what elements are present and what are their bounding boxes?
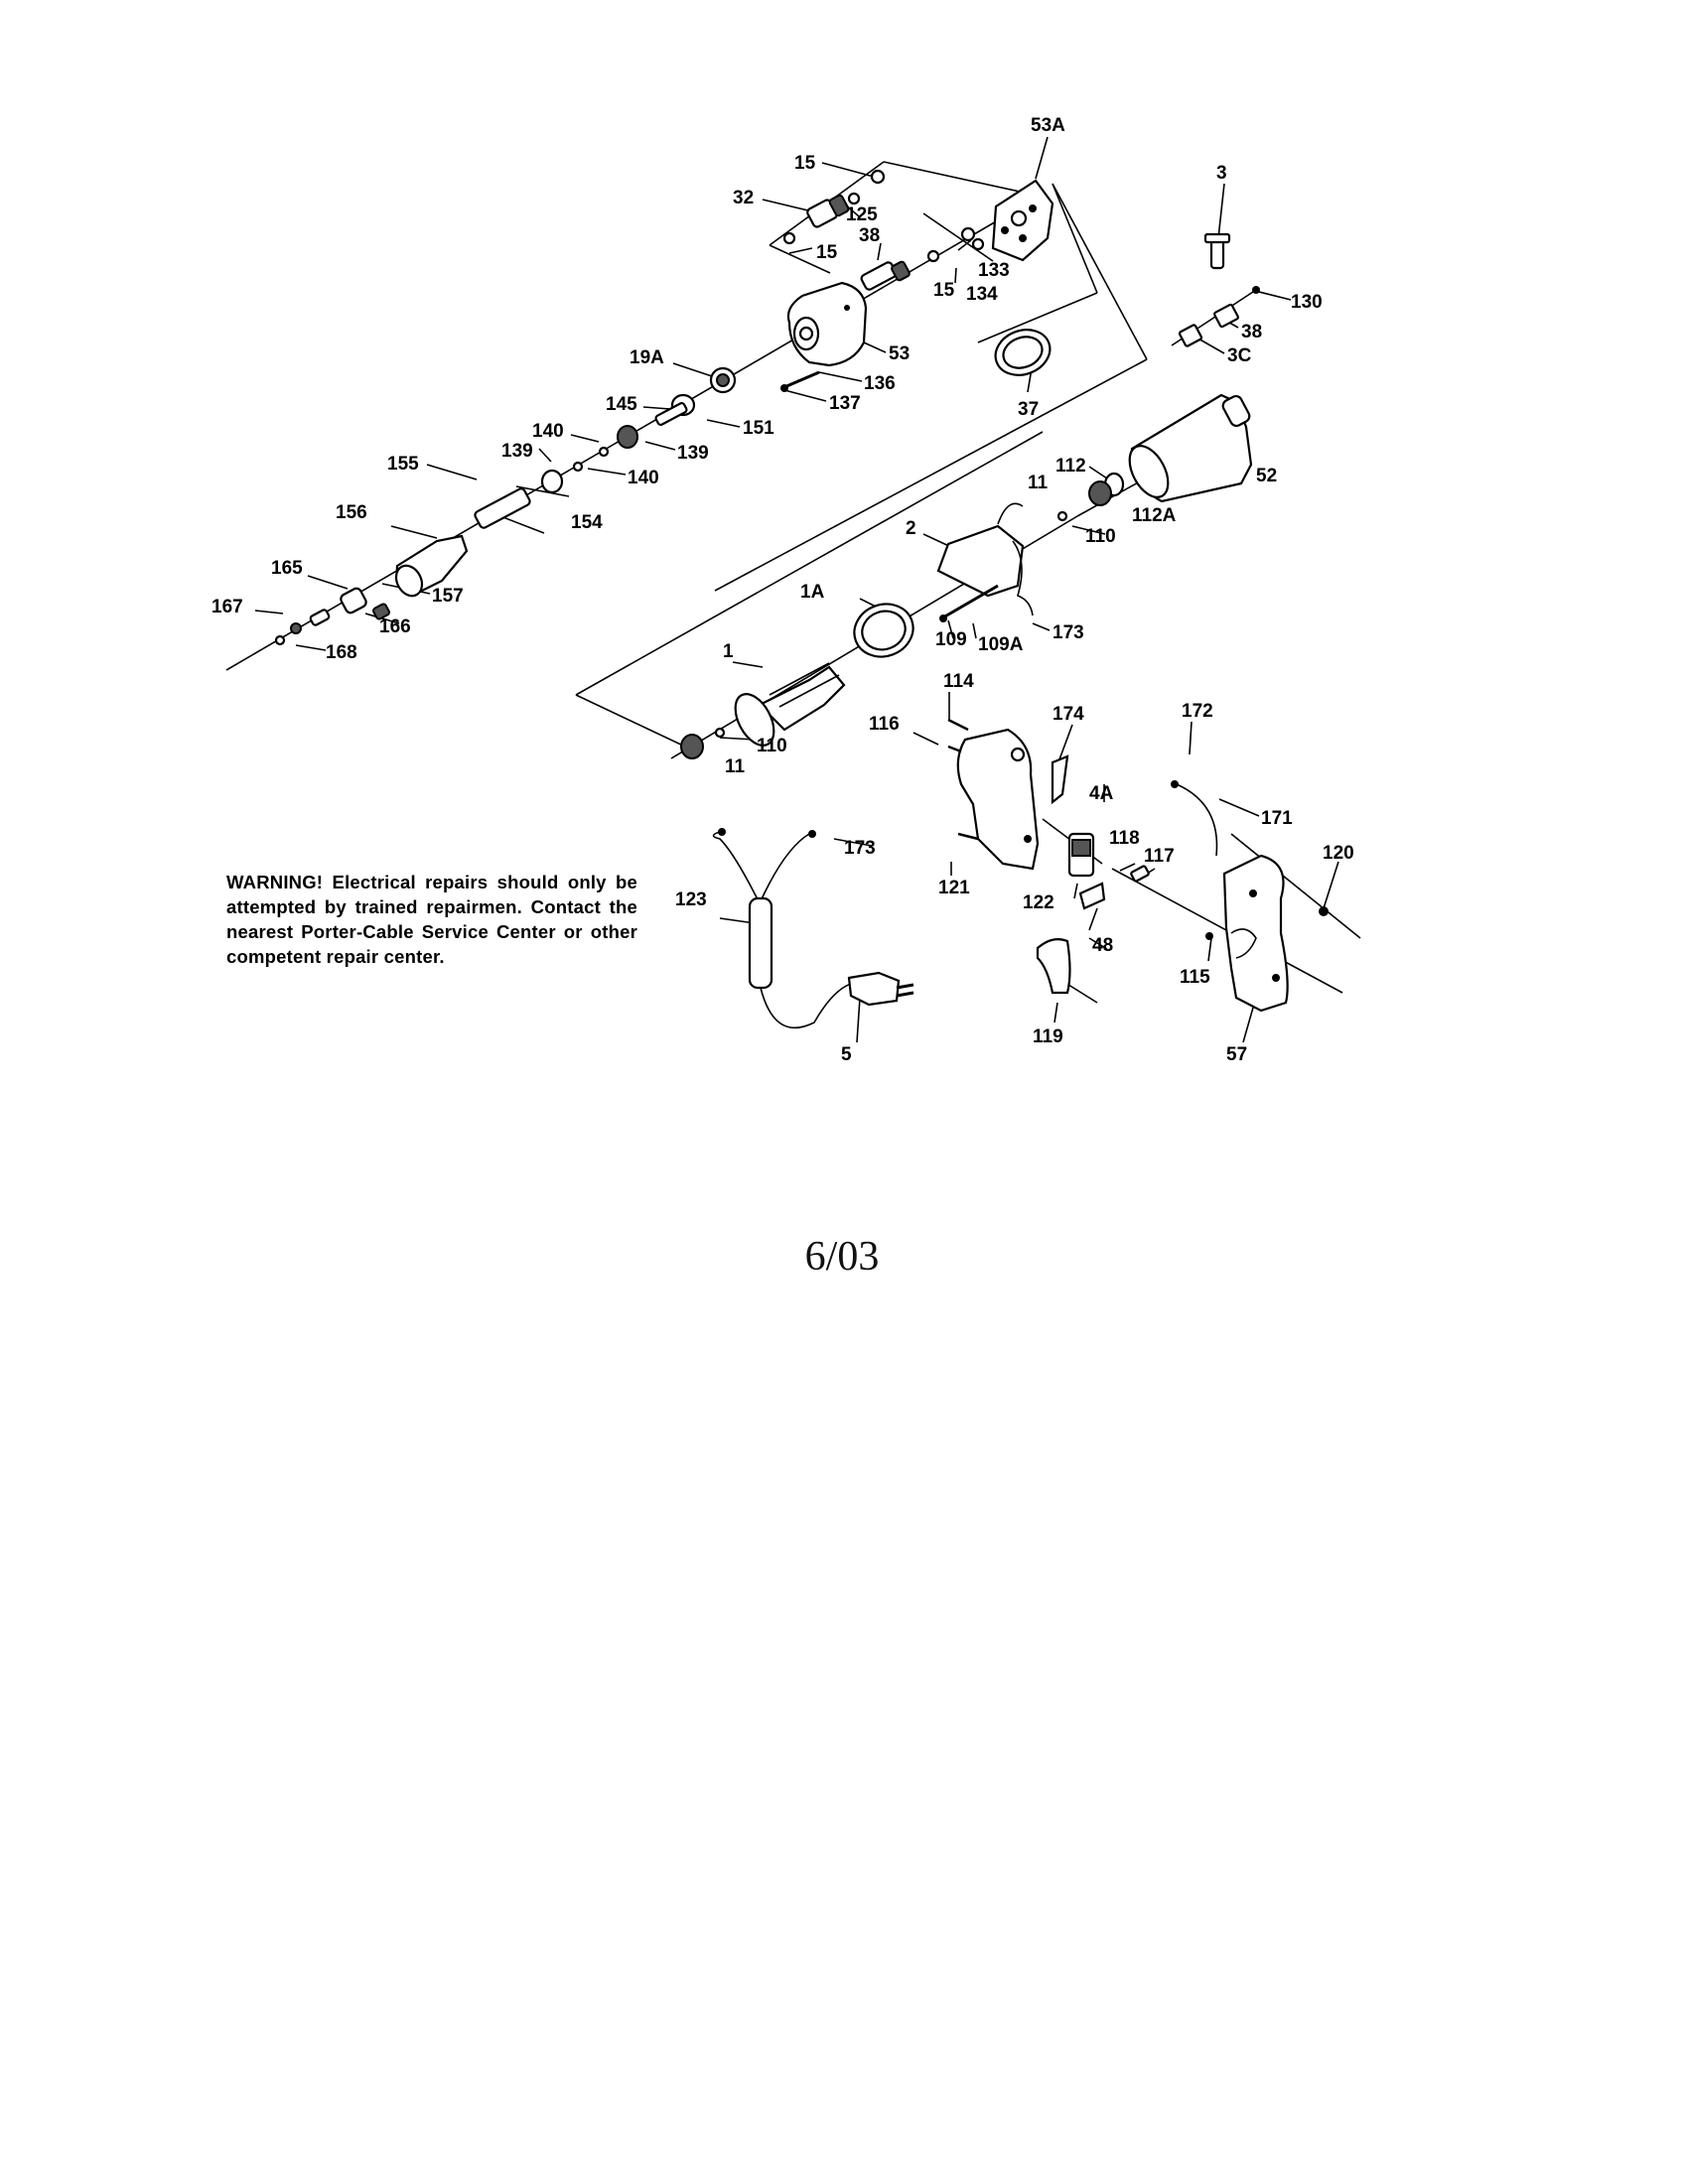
part-label: 151 (743, 418, 774, 439)
part-label: 53 (889, 343, 910, 364)
part-label: 11 (1028, 473, 1049, 493)
gear-32 (806, 194, 850, 228)
part-label: 115 (1180, 967, 1210, 988)
part-label: 53A (1031, 115, 1065, 136)
part-label: 52 (1256, 466, 1277, 486)
part-drawings (274, 169, 1329, 1029)
part-label: 5 (841, 1044, 852, 1065)
part-label: 156 (336, 502, 367, 523)
part-labels: 53A 15 32 125 15 38 133 15 134 3 130 38 … (211, 115, 1354, 1065)
field-2 (936, 502, 1034, 616)
part-label: 173 (844, 838, 876, 859)
part-label: 173 (1052, 622, 1084, 643)
part-label: 120 (1323, 843, 1354, 864)
part-label: 4A (1089, 783, 1114, 804)
part-label: 123 (675, 889, 707, 910)
warning-text: WARNING! Electrical repairs should only … (226, 872, 637, 967)
part-label: 37 (1018, 399, 1039, 420)
leader-lines (225, 136, 1361, 1043)
part-label: 109A (978, 634, 1024, 655)
part-label: 145 (606, 394, 637, 415)
part-label: 3 (1216, 163, 1227, 184)
gear-plate-53a (991, 179, 1054, 262)
handle-right-half (1222, 854, 1289, 1013)
part-label: 38 (1241, 322, 1262, 342)
part-label: 118 (1109, 828, 1140, 849)
part-label: 134 (966, 284, 998, 305)
part-label: 140 (628, 468, 659, 488)
cord-123 (712, 828, 855, 1029)
part-label: 38 (859, 225, 880, 246)
part-label: 1 (723, 641, 734, 662)
exploded-parts-diagram: 53A 15 32 125 15 38 133 15 134 3 130 38 … (211, 115, 1361, 1065)
part-label: 137 (829, 393, 861, 414)
part-label: 117 (1144, 846, 1175, 867)
part-label: 109 (935, 629, 967, 650)
part-label: 136 (864, 373, 896, 394)
handle-left-half (956, 728, 1040, 871)
gasket-37 (994, 329, 1052, 376)
nose-cone-156 (394, 534, 469, 598)
part-label: 167 (211, 597, 243, 617)
page-date: 6/03 (804, 1234, 880, 1280)
part-label: 48 (1092, 935, 1113, 956)
part-label: 15 (933, 280, 955, 301)
part-label: 130 (1291, 292, 1323, 313)
motor-housing-52 (1128, 393, 1253, 503)
plug-5 (847, 971, 914, 1007)
part-label: 139 (501, 441, 533, 462)
part-label: 133 (978, 260, 1010, 281)
part-label: 11 (725, 756, 746, 777)
part-label: 166 (379, 616, 411, 637)
armature-1 (734, 662, 846, 747)
part-label: 125 (846, 205, 878, 225)
part-label: 116 (869, 714, 900, 735)
part-label: 1A (800, 582, 825, 603)
part-label: 112A (1132, 505, 1177, 526)
part-label: 122 (1023, 892, 1054, 913)
gear-housing-53 (786, 281, 868, 367)
part-label: 112 (1055, 456, 1086, 477)
part-label: 172 (1182, 701, 1213, 722)
part-label: 174 (1052, 704, 1084, 725)
part-label: 154 (571, 512, 603, 533)
part-label: 3C (1227, 345, 1252, 366)
part-label: 121 (938, 878, 970, 898)
part-label: 157 (432, 586, 464, 607)
part-label: 2 (906, 518, 916, 539)
part-label: 165 (271, 558, 303, 579)
part-label: 140 (532, 421, 564, 442)
part-label: 139 (677, 443, 709, 464)
part-label: 19A (630, 347, 664, 368)
part-label: 119 (1033, 1026, 1063, 1047)
part-label: 168 (326, 642, 357, 663)
part-label: 15 (794, 153, 816, 174)
gear-38-top (860, 260, 911, 291)
part-label: 114 (943, 671, 974, 692)
part-label: 57 (1226, 1044, 1247, 1065)
part-label: 32 (733, 188, 754, 208)
part-label: 110 (757, 736, 787, 756)
part-label: 155 (387, 454, 419, 475)
part-label: 171 (1261, 808, 1293, 829)
part-label: 110 (1085, 526, 1116, 547)
part-label: 15 (816, 242, 838, 263)
